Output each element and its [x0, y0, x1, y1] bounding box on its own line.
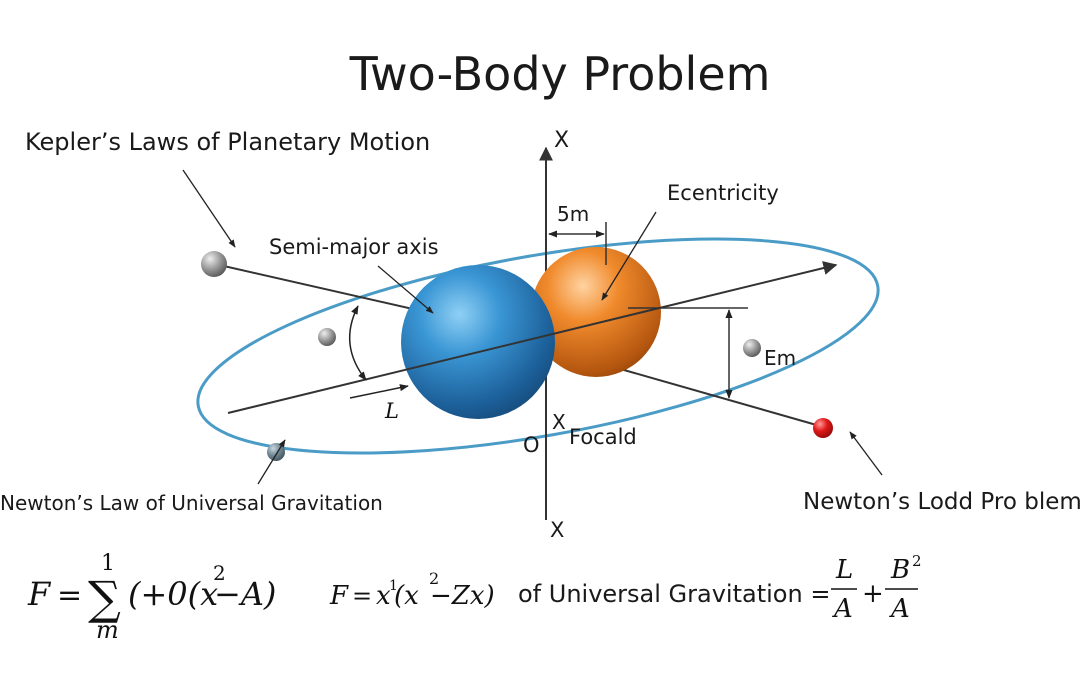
major-axis-line [227, 261, 838, 414]
svg-text:∑: ∑ [88, 571, 121, 625]
svg-text:F: F [329, 581, 349, 611]
newton-law-label: Newton’s Law of Universal Gravitation [0, 491, 383, 515]
kepler-pointer [182, 169, 236, 248]
semi-major-label: Semi-major axis [269, 235, 439, 259]
em-label: Em [764, 346, 796, 370]
svg-text:−Zx): −Zx) [430, 581, 495, 611]
svg-text:m: m [96, 616, 119, 644]
l-mark-line [349, 384, 409, 399]
kepler-label: Kepler’s Laws of Planetary Motion [25, 128, 430, 156]
svg-text:2: 2 [213, 561, 226, 585]
svg-text:=: = [57, 578, 82, 613]
svg-text:of Universal Gravitation =: of Universal Gravitation = [518, 580, 830, 608]
page-title: Two-Body Problem [349, 47, 771, 101]
svg-text:2: 2 [912, 552, 922, 570]
svg-text:L: L [835, 555, 853, 585]
newton-lodd-pointer [849, 431, 883, 476]
svg-text:1: 1 [389, 578, 398, 594]
formula-1: F = 1 ∑ m (+0(x 2 −A) [27, 551, 276, 644]
five-m-label: 5m [557, 202, 589, 226]
newton-law-pointer [257, 439, 286, 485]
svg-text:2: 2 [429, 569, 439, 588]
x-bottom-label: X [550, 518, 564, 542]
svg-text:A: A [832, 594, 853, 624]
svg-text:=: = [352, 582, 372, 610]
gray-body-small [318, 328, 336, 346]
gray-body-kepler [201, 251, 227, 277]
svg-text:x: x [376, 581, 391, 611]
origin-label: O [523, 433, 540, 457]
blue-sphere [401, 265, 555, 419]
eccentricity-label: Ecentricity [667, 181, 779, 205]
svg-text:1: 1 [101, 551, 115, 576]
gray-body-em [743, 339, 761, 357]
focal-label: Focald [569, 425, 637, 449]
formula-2: F = x 1 (x 2 −Zx) of Universal Gravitati… [329, 552, 922, 624]
red-body [813, 418, 833, 438]
svg-text:(x: (x [394, 581, 419, 611]
svg-text:+: + [862, 579, 884, 609]
svg-text:−A): −A) [214, 575, 276, 613]
svg-text:A: A [889, 594, 910, 624]
svg-text:B: B [890, 555, 910, 585]
semi-major-pointer [377, 265, 434, 314]
gray-body-newton [267, 443, 285, 461]
l-label: L [384, 399, 399, 423]
x-mid-label: X [552, 410, 566, 434]
angle-arc [348, 305, 367, 381]
orange-sphere [531, 247, 661, 377]
svg-text:(+0(x: (+0(x [128, 575, 218, 613]
x-top-label: X [554, 128, 569, 153]
eccentricity-pointer [601, 211, 657, 301]
orbit-ellipse [196, 237, 880, 455]
svg-text:F: F [27, 575, 52, 613]
newton-lodd-label: Newton’s Lodd Pro blem [803, 489, 1080, 515]
